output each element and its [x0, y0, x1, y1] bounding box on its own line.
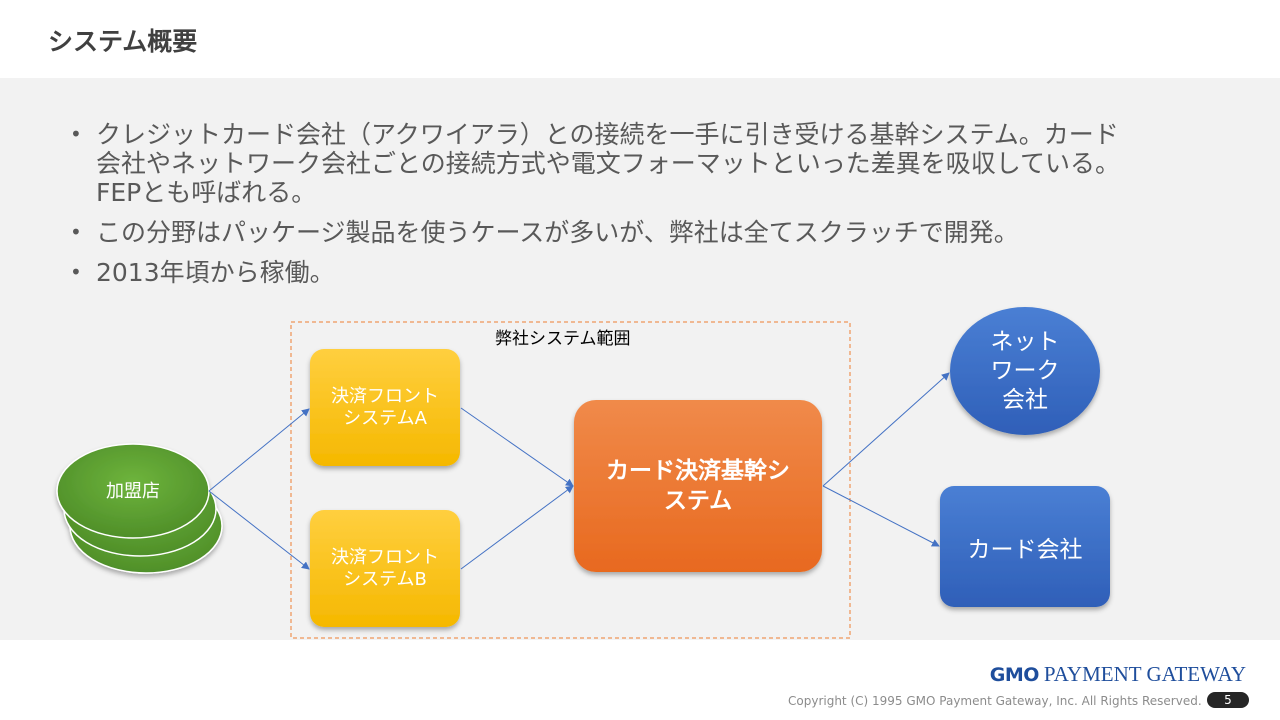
front-system-a-label: 決済フロント システムA [310, 349, 460, 466]
page-number: 5 [1207, 692, 1249, 708]
network-company-label: ネット ワーク 会社 [950, 307, 1100, 435]
scope-label: 弊社システム範囲 [495, 329, 631, 349]
front-b-line: 決済フロント [331, 546, 439, 568]
copyright-text: Copyright (C) 1995 GMO Payment Gateway, … [788, 694, 1202, 708]
arrow-merchant-to-b [208, 490, 310, 570]
bullet-line: FEPとも呼ばれる。 [96, 178, 317, 207]
front-a-line: システムA [343, 407, 427, 429]
company-logo: GMO PAYMENT GATEWAY [990, 662, 1246, 687]
bullet-item: • この分野はパッケージ製品を使うケースが多いが、弊社は全てスクラッチで開発。 [70, 218, 1210, 247]
core-system-box [574, 400, 822, 572]
front-a-line: 決済フロント [331, 385, 439, 407]
network-line: ワーク [990, 357, 1060, 384]
bullet-dot: • [70, 122, 82, 146]
logo-payment-gateway-text: PAYMENT GATEWAY [1043, 662, 1246, 686]
arrow-a-to-core [460, 407, 574, 487]
front-system-b-label: 決済フロント システムB [310, 510, 460, 627]
merchant-label-text: 加盟店 [106, 481, 160, 502]
network-line: ネット [990, 328, 1060, 355]
core-line: カード決済基幹シ [606, 458, 790, 484]
scope-boundary [290, 321, 851, 639]
card-company-text: カード会社 [967, 536, 1083, 563]
card-company-box [940, 486, 1110, 607]
bullet-line: 会社やネットワーク会社ごとの接続方式や電文フォーマットといった差異を吸収している… [96, 149, 1121, 178]
bullet-line: 2013年頃から稼働。 [96, 258, 335, 287]
arrow-core-to-network [822, 372, 950, 487]
arrow-merchant-to-a [208, 408, 310, 492]
arrow-b-to-core [460, 485, 574, 570]
bullet-dot: • [70, 220, 82, 244]
core-line: ステム [663, 488, 733, 514]
bullet-list: • クレジットカード会社（アクワイアラ）との接続を一手に引き受ける基幹システム。… [70, 120, 1210, 298]
front-b-line: システムB [343, 568, 427, 590]
bullet-item: • クレジットカード会社（アクワイアラ）との接続を一手に引き受ける基幹システム。… [70, 120, 1210, 207]
network-line: 会社 [1002, 386, 1048, 413]
logo-gmo-text: GMO [989, 664, 1040, 686]
network-company-node [950, 307, 1100, 435]
front-system-b-box [310, 510, 460, 627]
core-system-label: カード決済基幹シ ステム [574, 400, 822, 572]
slide-title: システム概要 [48, 27, 198, 56]
bullet-line: この分野はパッケージ製品を使うケースが多いが、弊社は全てスクラッチで開発。 [96, 218, 1019, 247]
bullet-item: • 2013年頃から稼働。 [70, 258, 1210, 287]
merchant-label: 加盟店 [73, 470, 193, 510]
bullet-dot: • [70, 260, 82, 284]
arrow-core-to-card [822, 485, 940, 547]
bullet-line: クレジットカード会社（アクワイアラ）との接続を一手に引き受ける基幹システム。カー… [96, 120, 1119, 149]
card-company-label: カード会社 [940, 486, 1110, 607]
merchant-node [56, 443, 223, 574]
front-system-a-box [310, 349, 460, 466]
